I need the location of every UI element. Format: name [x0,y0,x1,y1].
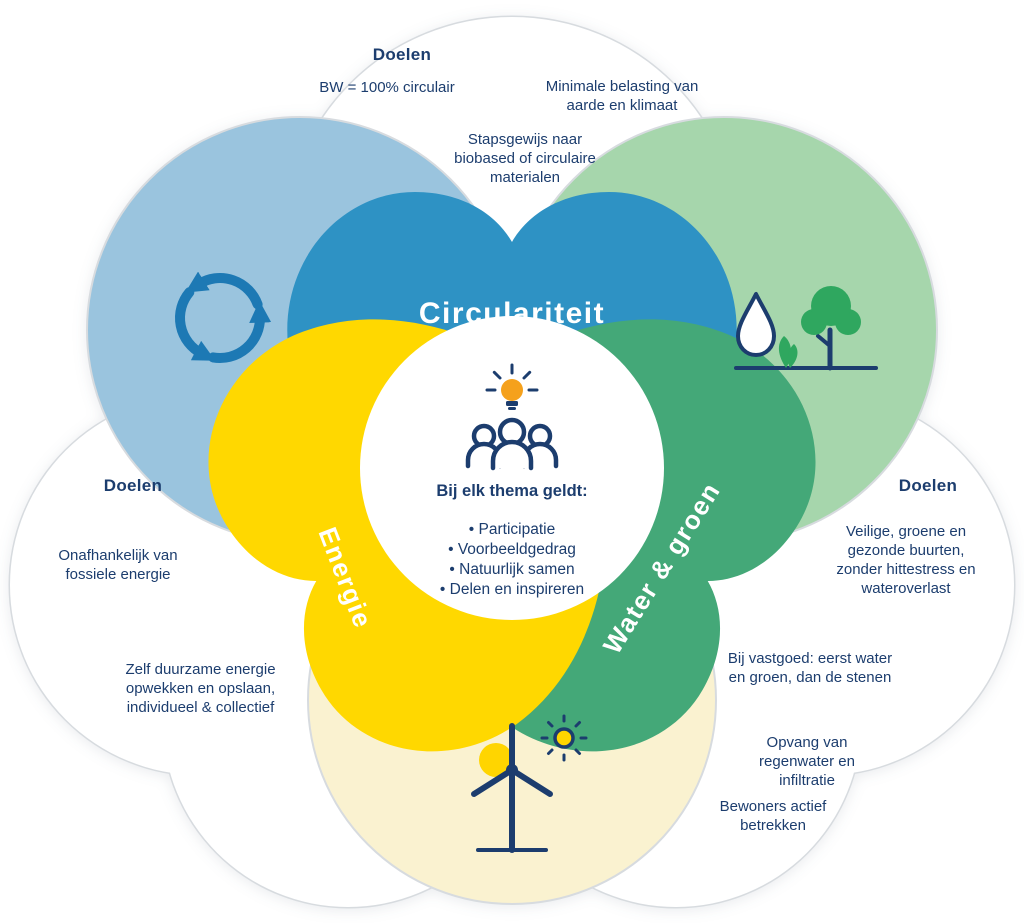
goal-item: Zelf duurzame energie opwekken en opslaa… [125,661,276,716]
goal-item: Veilige, groene en gezonde buurten, zond… [836,523,976,597]
center-bullet: Participatie [392,520,632,540]
center-bullet: Voorbeeldgedrag [392,540,632,560]
doelen-heading-circulariteit: Doelen [372,45,432,64]
doelen-heading-water-groen: Doelen [898,476,958,495]
goal-item: Bewoners actief betrekken [719,798,827,834]
people-idea-icon [465,363,559,471]
goal-item: Opvang van regenwater en infiltratie [759,734,855,789]
goal-item: BW = 100% circulair [319,79,455,96]
center-heading: Bij elk thema geldt: [436,482,588,500]
center-bullet-list: Participatie Voorbeeldgedrag Natuurlijk … [392,520,632,600]
recycle-icon [175,271,272,363]
center-bullet: Natuurlijk samen [392,560,632,580]
wind-turbine-sun-icon [471,714,588,853]
water-tree-plant-icon [734,286,878,371]
goal-item: Stapsgewijs naar biobased of circulaire … [454,131,596,186]
goal-item: Bij vastgoed: eerst water en groen, dan … [727,650,893,686]
doelen-heading-energie: Doelen [103,476,163,495]
petal-label-circulariteit: Circulariteit [418,297,606,330]
center-bullet: Delen en inspireren [392,580,632,600]
goal-item: Onafhankelijk van fossiele energie [58,547,178,583]
goal-item: Minimale belasting van aarde en klimaat [545,78,699,114]
